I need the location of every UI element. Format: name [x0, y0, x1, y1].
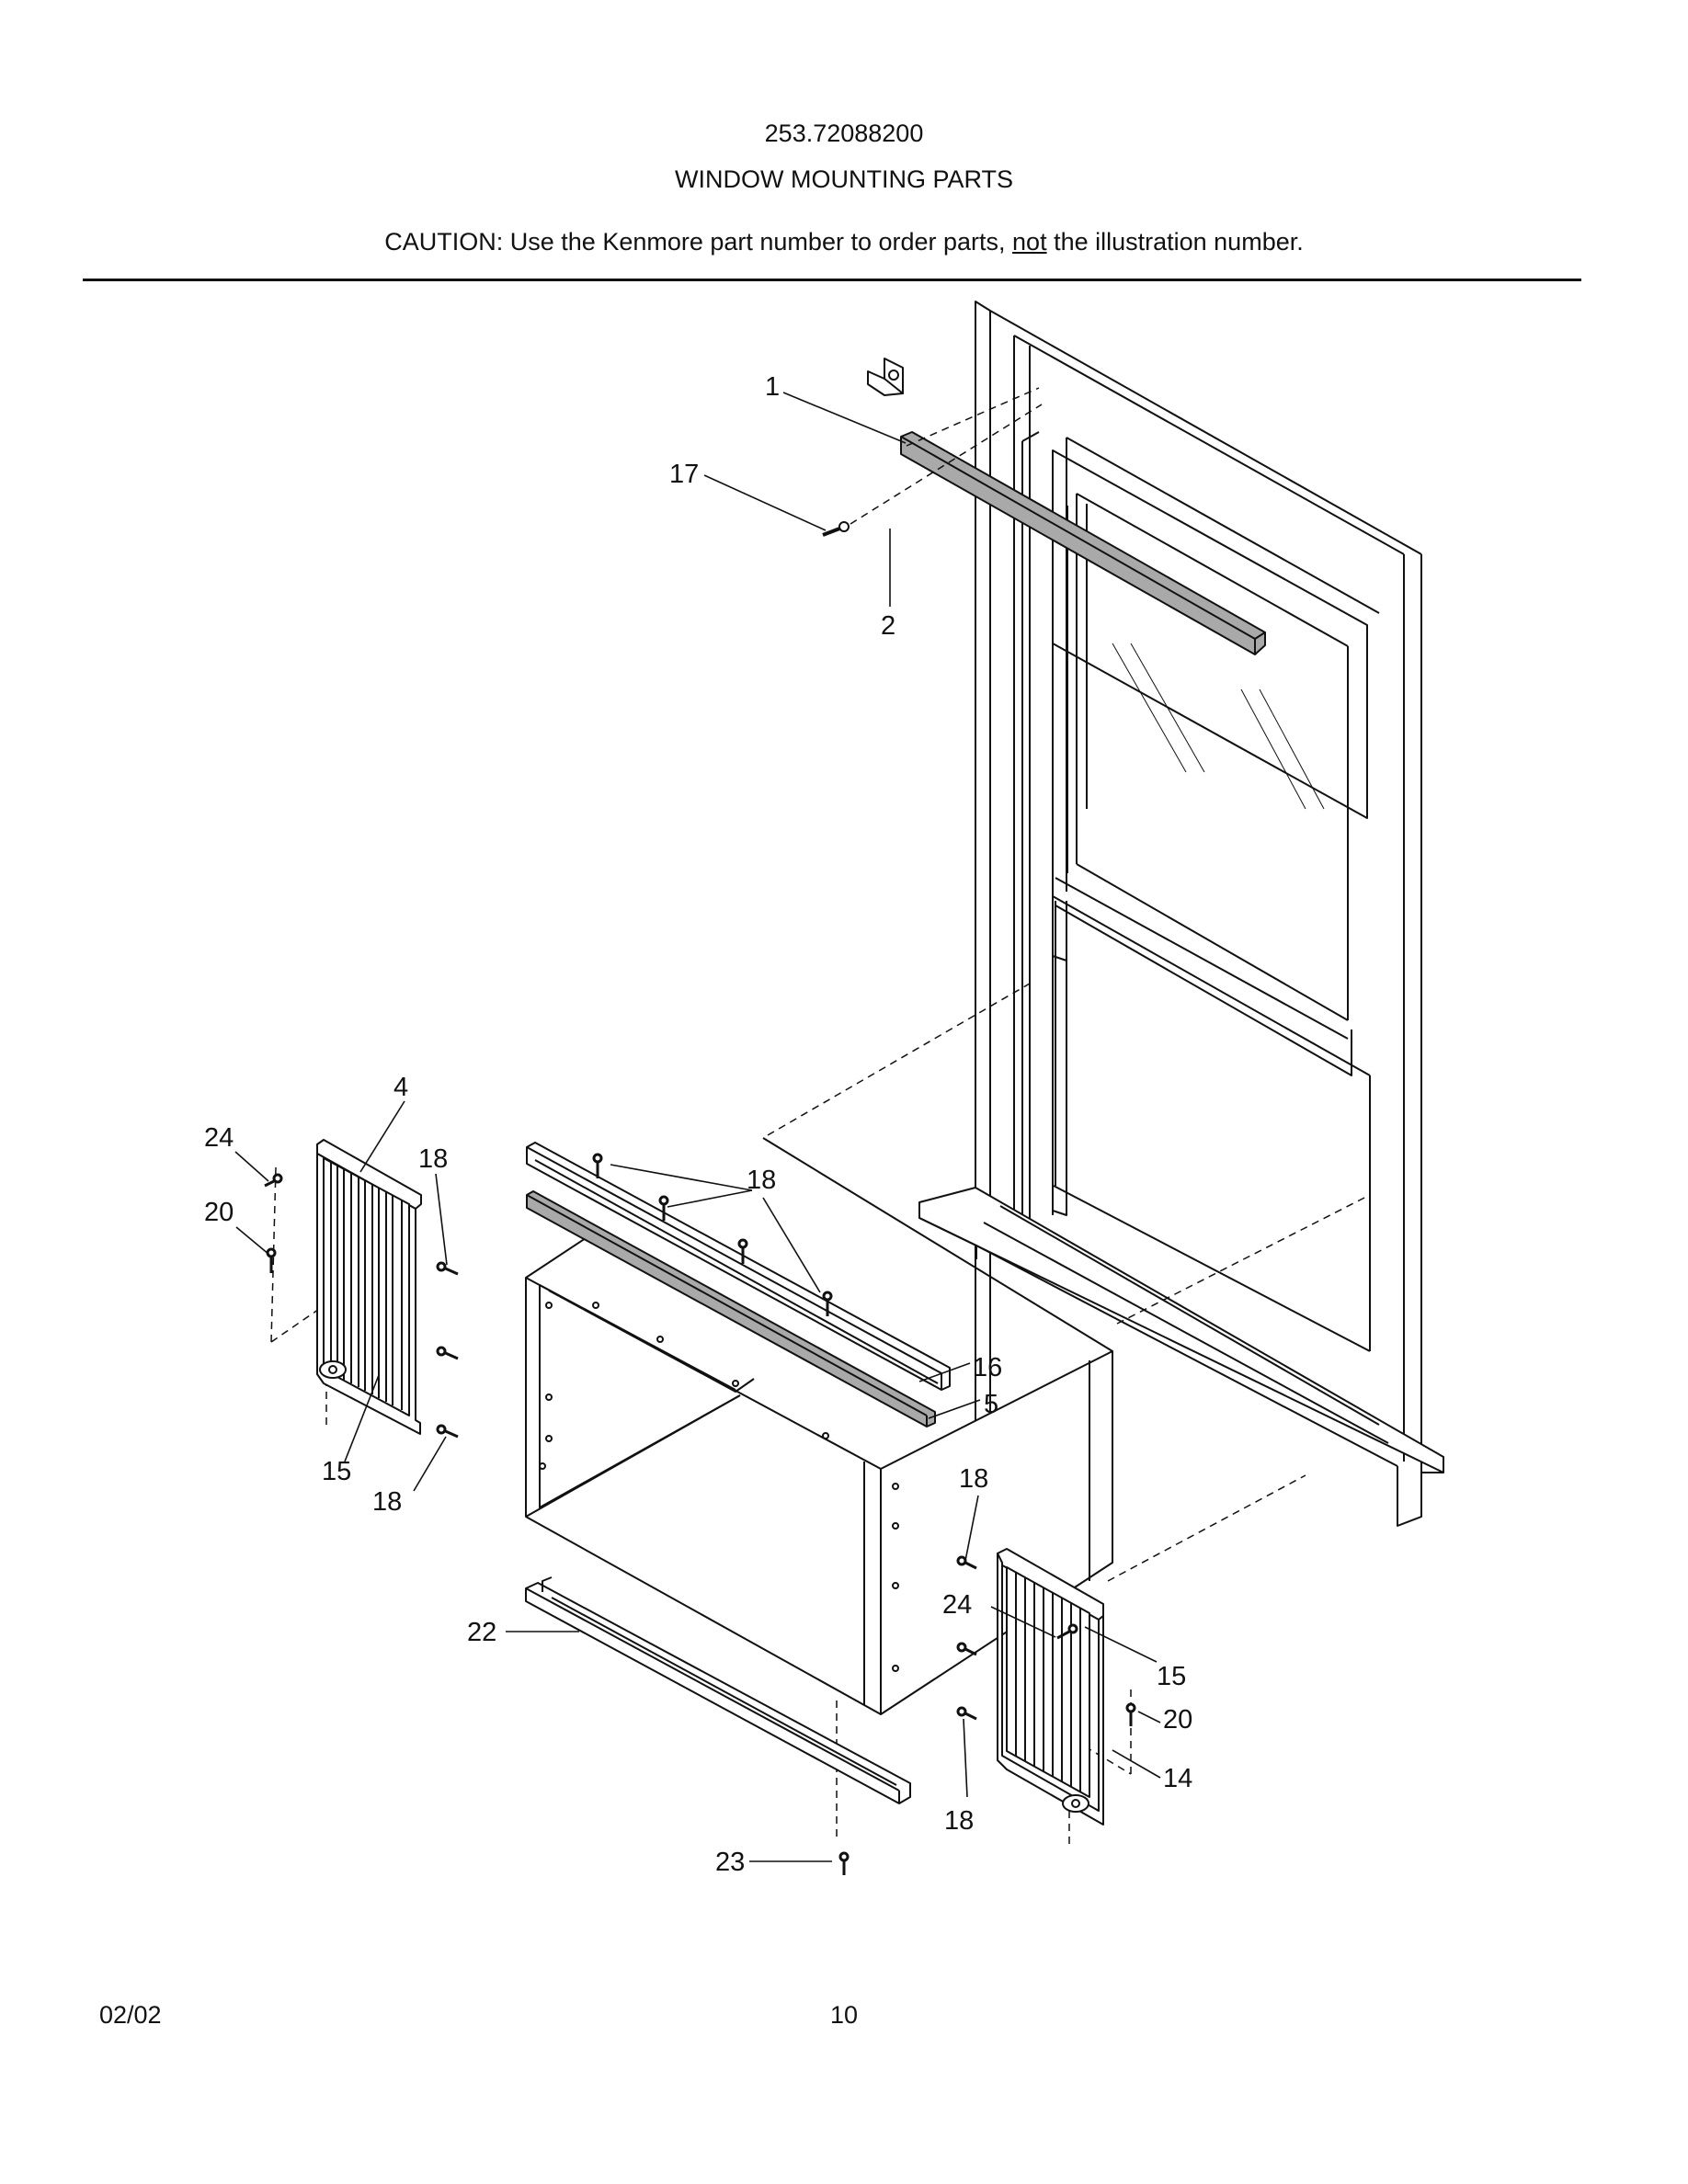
callout-20-left: 20	[204, 1198, 234, 1227]
caution-note: CAUTION: Use the Kenmore part number to …	[0, 228, 1688, 256]
callout-22: 22	[467, 1618, 496, 1647]
callout-5: 5	[984, 1390, 998, 1419]
leader-lines	[234, 392, 1161, 1862]
callout-18-lower-left: 18	[372, 1487, 402, 1517]
model-number: 253.72088200	[764, 119, 924, 147]
caution-prefix: CAUTION: Use the Kenmore part number to …	[384, 228, 1013, 256]
right-curtain-panel	[997, 1548, 1104, 1826]
callout-24-right: 24	[942, 1590, 972, 1620]
page-number: 10	[829, 2001, 859, 2029]
callout-14: 14	[1163, 1764, 1192, 1793]
callout-18-bottom: 18	[944, 1806, 974, 1836]
top-seal	[526, 1190, 936, 1428]
bottom-rail	[525, 1576, 911, 1804]
callout-15-right: 15	[1157, 1662, 1186, 1691]
page-title: WINDOW MOUNTING PARTS	[675, 165, 1013, 193]
caution-emphasis: not	[1012, 228, 1047, 256]
callout-18-left: 18	[418, 1144, 448, 1174]
top-rail	[526, 1142, 951, 1391]
footer-date: 02/02	[99, 2001, 162, 2029]
top-gasket	[900, 431, 1266, 655]
callout-1: 1	[765, 372, 780, 402]
top-bracket	[867, 358, 904, 396]
header-rule	[83, 279, 1581, 281]
callout-4: 4	[393, 1073, 408, 1102]
left-curtain-panel	[316, 1139, 422, 1435]
bracket-screw	[822, 521, 850, 537]
callout-18-top: 18	[747, 1166, 776, 1195]
callout-24-left: 24	[204, 1123, 234, 1153]
callout-15-left: 15	[322, 1457, 351, 1486]
callout-2: 2	[881, 611, 895, 641]
callout-20-right: 20	[1163, 1705, 1192, 1735]
callout-16: 16	[973, 1353, 1002, 1382]
callout-17: 17	[669, 460, 699, 489]
caution-suffix: the illustration number.	[1046, 228, 1304, 256]
callout-18-right: 18	[959, 1464, 988, 1494]
cabinet-sleeve	[525, 1137, 1113, 1715]
callout-23: 23	[715, 1848, 745, 1877]
screws	[264, 1153, 1136, 1875]
